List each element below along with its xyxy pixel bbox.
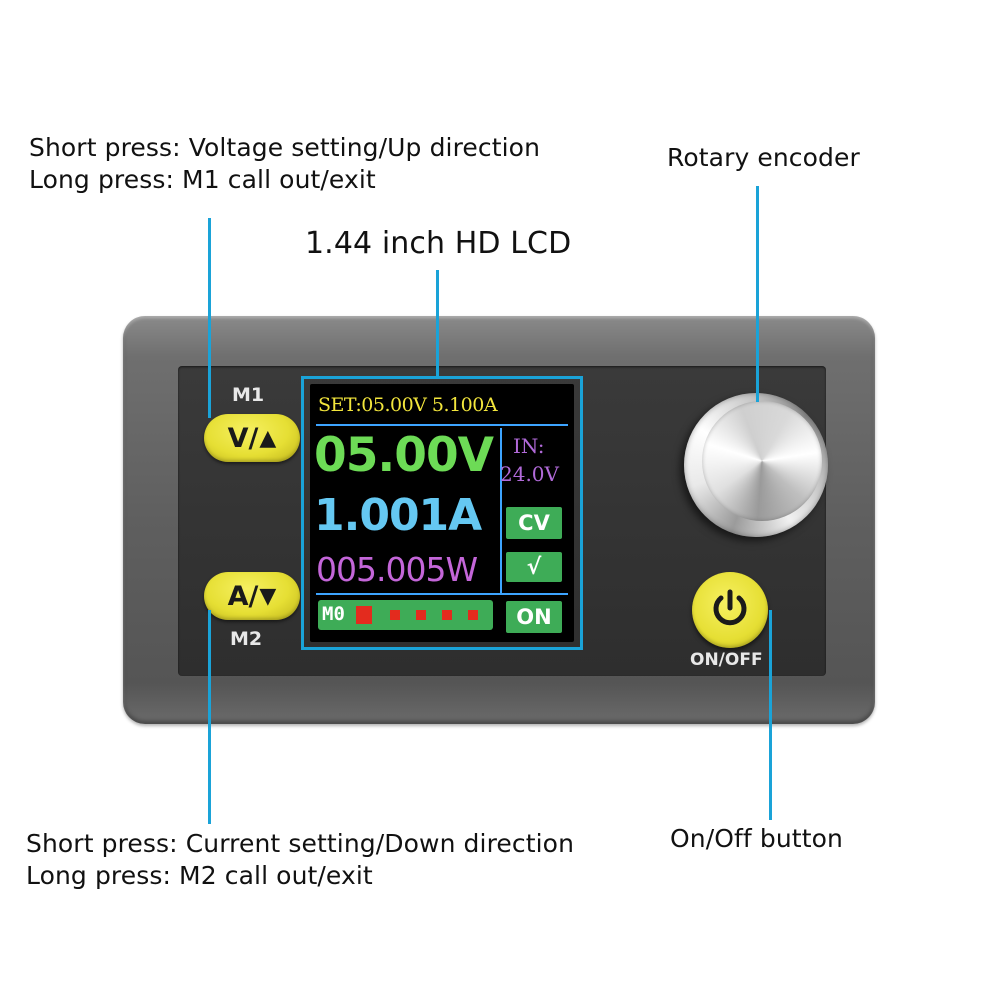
lcd-divider-bottom xyxy=(316,593,568,595)
lcd-callout: 1.44 inch HD LCD xyxy=(305,226,572,261)
lcd-highlight-frame xyxy=(301,376,583,650)
m2-short-press-text: Short press: Current setting/Down direct… xyxy=(26,829,575,858)
lcd-voltage: 05.00V xyxy=(314,428,494,483)
voltage-button-label: V/ xyxy=(227,422,259,454)
m1-label: M1 xyxy=(232,384,265,406)
m1-long-press-text: Long press: M1 call out/exit xyxy=(29,165,376,194)
power-button[interactable] xyxy=(692,572,768,648)
memory-slot xyxy=(416,610,426,620)
m1-callout: Short press: Voltage setting/Up directio… xyxy=(29,132,540,196)
onoff-callout: On/Off button xyxy=(670,824,843,853)
lcd-set-line: SET:05.00V 5.100A xyxy=(318,394,498,416)
power-icon xyxy=(713,589,747,626)
lcd-input-voltage: 24.0V xyxy=(500,462,559,486)
lcd-divider-vertical xyxy=(500,428,502,593)
onoff-leader-line xyxy=(769,610,772,820)
voltage-up-button[interactable]: V/▲ xyxy=(204,414,300,462)
lcd-check-icon: √ xyxy=(506,552,562,582)
m1-leader-line xyxy=(208,218,211,418)
lcd-screen: SET:05.00V 5.100A 05.00V 1.001A 005.005W… xyxy=(310,384,574,642)
lcd-output-badge: ON xyxy=(506,601,562,633)
m2-leader-line xyxy=(208,610,211,824)
lcd-current: 1.001A xyxy=(314,490,482,541)
knob-cap xyxy=(702,401,822,521)
lcd-memory-label: M0 xyxy=(322,603,345,625)
memory-slot xyxy=(390,610,400,620)
m2-long-press-text: Long press: M2 call out/exit xyxy=(26,861,373,890)
memory-slot xyxy=(442,610,452,620)
lcd-input-label: IN: xyxy=(513,434,545,458)
memory-slot xyxy=(468,610,478,620)
m1-short-press-text: Short press: Voltage setting/Up directio… xyxy=(29,133,541,162)
lcd-power: 005.005W xyxy=(316,550,478,589)
m2-callout: Short press: Current setting/Down direct… xyxy=(26,828,574,892)
m2-label: M2 xyxy=(230,628,263,650)
lcd-divider-top xyxy=(316,424,568,426)
lcd-mode-badge: CV xyxy=(506,507,562,539)
onoff-label: ON/OFF xyxy=(690,650,763,670)
memory-slot-active xyxy=(356,606,372,624)
lcd-leader-line xyxy=(436,270,439,378)
current-down-button[interactable]: A/▼ xyxy=(204,572,300,620)
encoder-leader-line xyxy=(756,186,759,402)
lcd-memory-bar: M0 xyxy=(318,600,493,630)
triangle-up-icon: ▲ xyxy=(259,425,277,451)
current-button-label: A/ xyxy=(227,580,259,612)
rotary-encoder-knob[interactable] xyxy=(684,393,828,537)
encoder-callout: Rotary encoder xyxy=(667,143,860,172)
triangle-down-icon: ▼ xyxy=(259,583,277,609)
